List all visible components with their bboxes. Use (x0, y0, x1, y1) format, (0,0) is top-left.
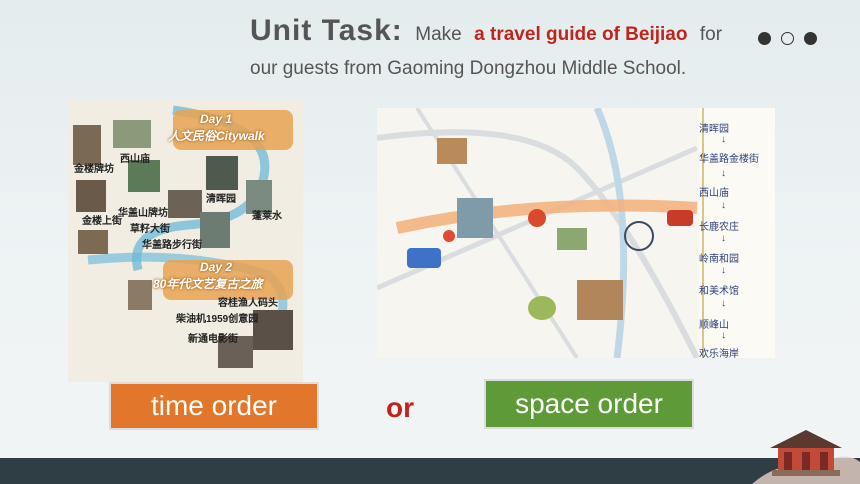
pavilion-illustration (752, 430, 860, 484)
or-connector: or (386, 392, 414, 423)
day1-label: Day 1 (200, 112, 233, 126)
pagination-dots (758, 32, 817, 45)
place-label: 华盖路步行街 (142, 240, 202, 251)
time-order-button[interactable]: time order (109, 382, 319, 430)
route-stop: 岭南和园 (699, 254, 739, 265)
place-label: 金楼上街 (82, 216, 122, 227)
route-stop: 顺峰山 (699, 320, 729, 331)
route-arrow-icon: ↓ (721, 200, 726, 211)
route-arrow-icon: ↓ (721, 298, 726, 309)
place-label: 西山庙 (120, 154, 150, 165)
page-dot-2[interactable] (781, 32, 794, 45)
unit-task-label: Unit Task: (250, 14, 403, 47)
route-arrow-icon: ↓ (721, 330, 726, 341)
route-arrow-icon: ↓ (721, 233, 726, 244)
place-label: 草籽大街 (130, 224, 170, 235)
time-map-illustration (68, 100, 303, 382)
page-dot-1[interactable] (758, 32, 771, 45)
route-arrow-icon: ↓ (721, 265, 726, 276)
space-order-map: 清晖园 ↓ 华盖路金楼街 ↓ 西山庙 ↓ 长鹿农庄 ↓ 岭南和园 ↓ 和美术馆 … (377, 108, 775, 358)
space-map-illustration (377, 108, 775, 358)
task-text-after: for (699, 24, 723, 45)
task-subtitle: our guests from Gaoming Dongzhou Middle … (250, 58, 687, 79)
bottom-band (0, 458, 860, 484)
task-emphasis: a travel guide of Beijiao (474, 24, 688, 45)
route-stop: 长鹿农庄 (699, 222, 739, 233)
route-stop: 华盖路金楼街 (699, 154, 759, 165)
route-stop: 和美术馆 (699, 286, 739, 297)
space-order-button[interactable]: space order (484, 379, 694, 429)
task-text-before: Make (415, 24, 462, 45)
place-label: 容桂渔人码头 (218, 298, 278, 309)
place-label: 蓬莱水 (252, 211, 282, 222)
place-label: 新通电影街 (188, 334, 238, 345)
route-stop: 欢乐海岸 (699, 349, 739, 358)
day2-label: Day 2 (200, 260, 233, 274)
place-label: 华盖山牌坊 (118, 208, 168, 219)
route-arrow-icon: ↓ (721, 134, 726, 145)
task-title: Unit Task: Make a travel guide of Beijia… (250, 14, 722, 48)
route-arrow-icon: ↓ (721, 168, 726, 179)
page-dot-3[interactable] (804, 32, 817, 45)
day1-title: 人文民俗Citywalk (168, 129, 265, 143)
day2-title: 80年代文艺复古之旅 (153, 277, 263, 291)
route-stop: 西山庙 (699, 188, 729, 199)
place-label: 柴油机1959创意园 (176, 314, 259, 325)
time-order-map: Day 1 人文民俗Citywalk Day 2 80年代文艺复古之旅 金楼牌坊… (68, 100, 303, 382)
place-label: 金楼牌坊 (74, 164, 114, 175)
place-label: 清晖园 (206, 194, 236, 205)
route-stop: 清晖园 (699, 124, 729, 135)
